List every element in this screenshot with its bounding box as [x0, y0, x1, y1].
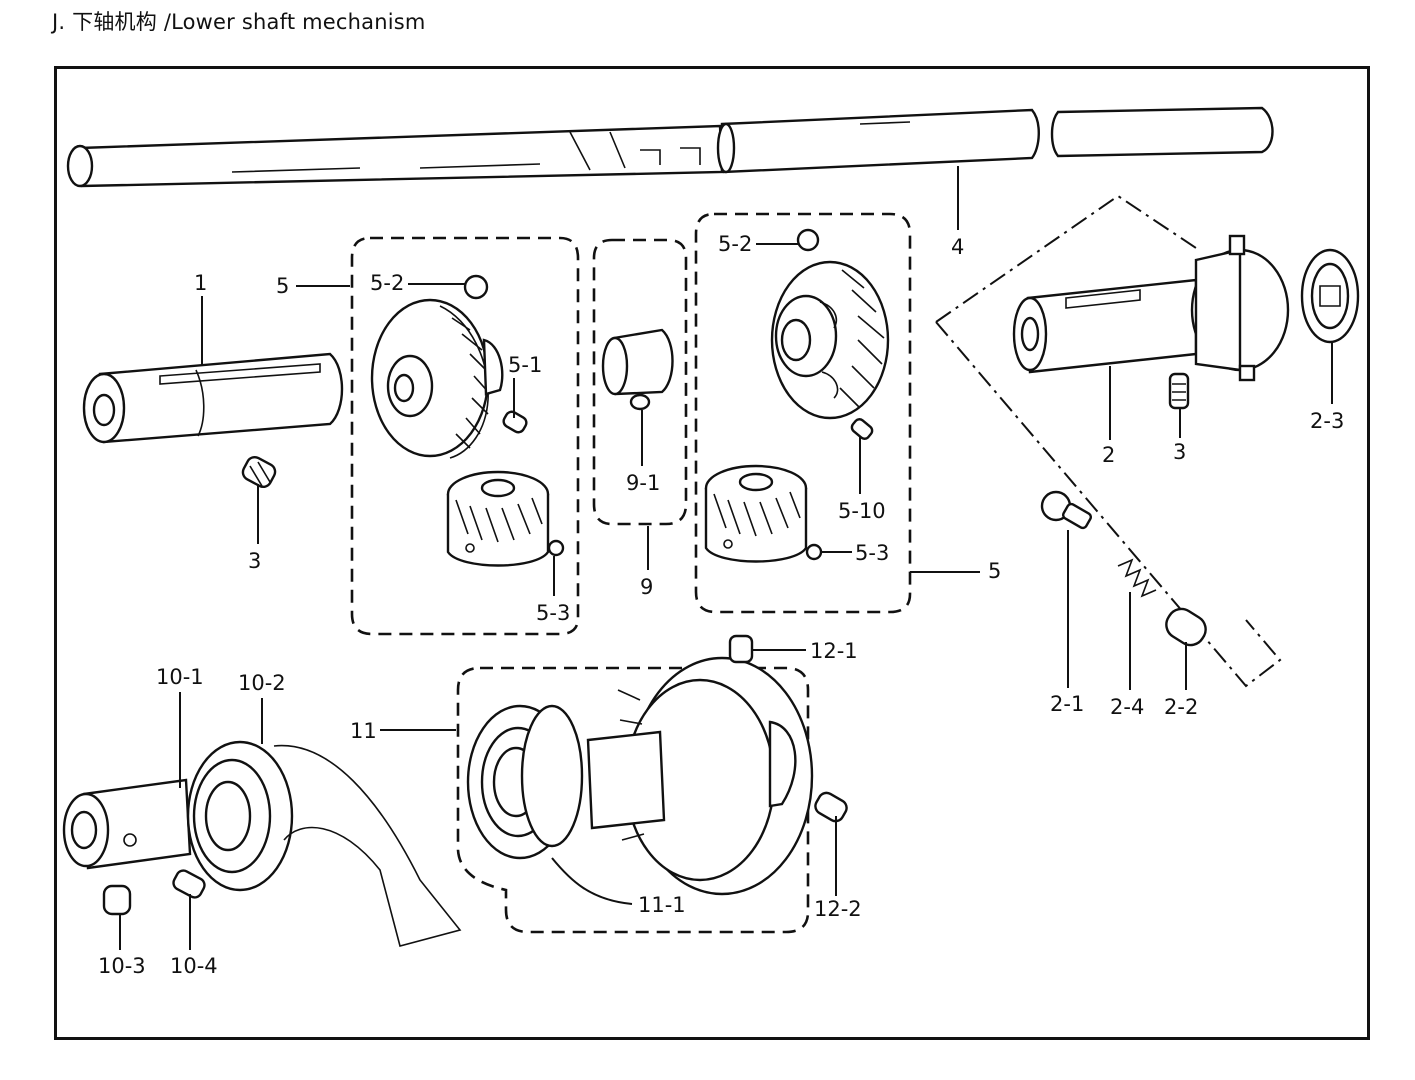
label-5-right: 5 [988, 559, 1001, 583]
label-5-2-right: 5-2 [718, 232, 752, 256]
label-10-1: 10-1 [156, 665, 204, 689]
label-3-left: 3 [248, 549, 261, 573]
set-screw-part-3-left [241, 455, 277, 489]
label-11-1: 11-1 [638, 893, 686, 917]
label-5-10: 5-10 [838, 499, 886, 523]
page-title: J. 下轴机构 /Lower shaft mechanism [52, 10, 426, 34]
pulley-group-11 [456, 634, 848, 934]
label-4: 4 [951, 235, 964, 259]
label-5-3-left: 5-3 [536, 601, 570, 625]
label-9-1: 9-1 [626, 471, 660, 495]
label-2-2: 2-2 [1164, 695, 1198, 719]
label-2-3: 2-3 [1310, 409, 1344, 433]
coupling-sleeve-part-1 [82, 352, 344, 444]
gear-set-group-5-left [350, 236, 580, 636]
label-5-1: 5-1 [508, 353, 542, 377]
label-11: 11 [350, 719, 377, 743]
label-1: 1 [194, 271, 207, 295]
eccentric-group-2 [935, 194, 1360, 688]
diagram-frame [54, 66, 1370, 1040]
bearing-group-10 [62, 740, 462, 947]
label-2-4: 2-4 [1110, 695, 1144, 719]
lower-shaft-part-4 [66, 106, 1274, 188]
label-3-right: 3 [1173, 440, 1186, 464]
label-10-2: 10-2 [238, 671, 286, 695]
label-2-1: 2-1 [1050, 692, 1084, 716]
label-9: 9 [640, 575, 653, 599]
label-5-2-left: 5-2 [370, 271, 404, 295]
label-2: 2 [1102, 443, 1115, 467]
label-12-2: 12-2 [814, 897, 862, 921]
gear-set-group-5-right [694, 212, 912, 614]
collar-group-9 [592, 238, 688, 526]
leader-lines [119, 166, 1333, 950]
label-12-1: 12-1 [810, 639, 858, 663]
label-5-left: 5 [276, 274, 289, 298]
label-5-3-right: 5-3 [855, 541, 889, 565]
label-10-3: 10-3 [98, 954, 146, 978]
part-labels: 1 5 5-2 5-1 3 5-3 9-1 9 5-2 5-10 5-3 5 4… [98, 232, 1344, 978]
label-10-4: 10-4 [170, 954, 218, 978]
